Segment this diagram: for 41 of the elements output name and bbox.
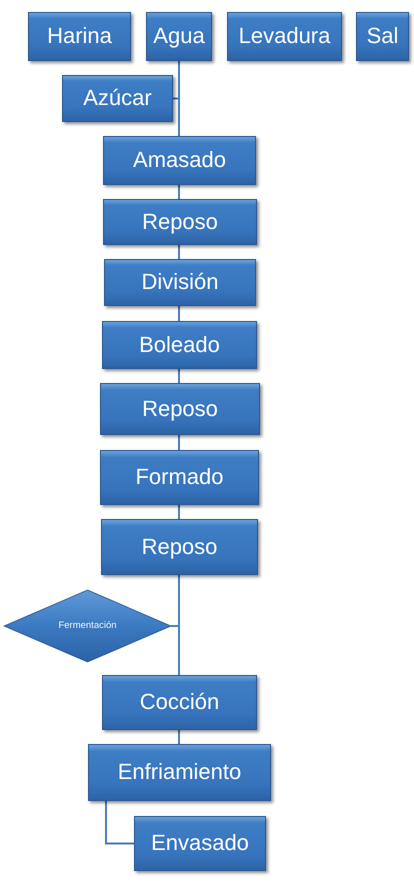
step-label: Reposo bbox=[142, 534, 218, 560]
connector-line bbox=[178, 369, 180, 383]
process-box bbox=[28, 12, 131, 61]
process-box bbox=[100, 450, 259, 505]
process-box bbox=[100, 383, 260, 435]
step-label: Sal bbox=[366, 24, 398, 49]
step-label: Azúcar bbox=[83, 86, 152, 111]
step-label: Fermentación bbox=[58, 620, 117, 632]
process-box bbox=[103, 199, 257, 245]
step-label: Boleado bbox=[139, 332, 220, 358]
step-label: Envasado bbox=[151, 831, 249, 856]
step-label: Harina bbox=[47, 24, 112, 49]
process-box bbox=[103, 136, 256, 185]
connector-line bbox=[178, 245, 180, 259]
process-box bbox=[102, 675, 257, 730]
step-label: Cocción bbox=[140, 690, 220, 715]
step-label: Enfriamiento bbox=[118, 760, 242, 785]
process-box bbox=[146, 12, 212, 61]
process-box bbox=[356, 12, 409, 61]
connector-line bbox=[178, 306, 180, 321]
connector-line bbox=[105, 801, 134, 844]
connector-line bbox=[171, 625, 180, 675]
connector-line bbox=[178, 505, 180, 519]
process-box bbox=[62, 75, 173, 122]
step-label: Agua bbox=[153, 24, 205, 49]
process-box bbox=[104, 259, 256, 306]
step-label: Reposo bbox=[142, 396, 218, 422]
connector-line bbox=[173, 98, 180, 136]
connector-line bbox=[178, 730, 180, 744]
process-box bbox=[88, 744, 271, 801]
process-box bbox=[102, 321, 257, 369]
process-box bbox=[134, 816, 266, 871]
connector-line bbox=[178, 185, 180, 199]
step-label: División bbox=[141, 270, 219, 295]
process-box bbox=[101, 519, 258, 575]
connector-line bbox=[178, 435, 180, 450]
step-label: Amasado bbox=[133, 148, 226, 173]
step-label: Formado bbox=[135, 465, 224, 490]
step-label: Reposo bbox=[142, 210, 218, 234]
process-box bbox=[227, 12, 342, 61]
step-label: Levadura bbox=[238, 24, 330, 49]
